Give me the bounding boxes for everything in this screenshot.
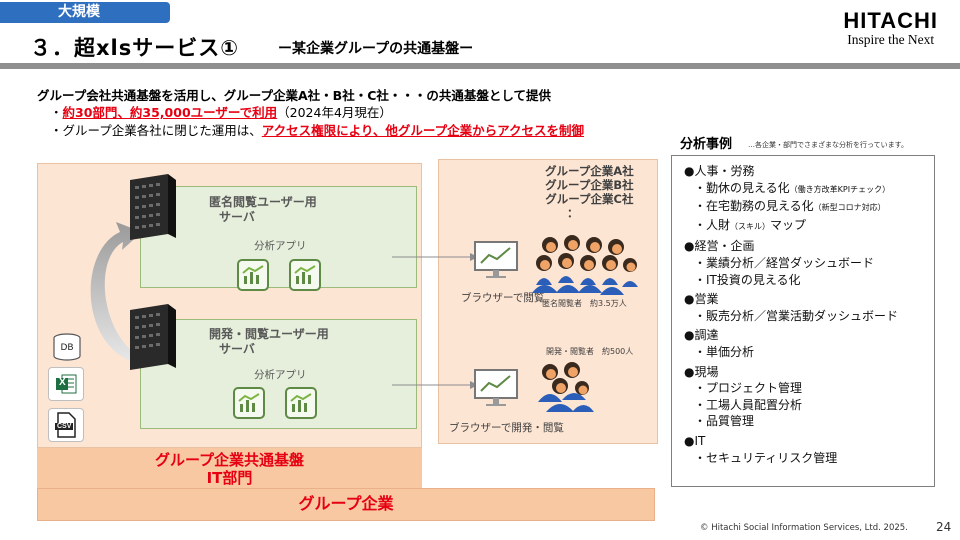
bullet-2-prefix: ・グループ企業各社に閉じた運用は、 [50,123,262,138]
category-label: ●現場 [684,364,719,379]
analysis-category: ●現場 ・プロジェクト管理 ・工場人員配置分析 ・品質管理 [684,365,934,430]
list-item: ・単価分析 [694,345,755,360]
db-label: DB [60,343,74,353]
db-icon: DB [51,332,83,366]
monitor-icon [474,241,518,278]
analysis-category: ●経営・企画 ・業績分析／経営ダッシュボード ・IT投資の見える化 [684,239,934,288]
list-item: ・セキュリティリスク管理 [694,450,838,465]
excel-icon: X [48,367,84,401]
server1-title-line1: 匿名閲覧ユーザー用 [209,195,317,209]
server1-app-label: 分析アプリ [254,240,307,252]
analysis-title: 分析事例 [680,137,733,152]
group-company-more: ： [567,206,579,220]
list-item: ・販売分析／営業活動ダッシュボード [694,308,899,323]
csv-icon: CSV [48,408,84,442]
analysis-examples-box: ●人事・労務 ・勤休の見える化（働き方改革KPIチェック） ・在宅勤務の見える化… [671,155,935,487]
analysis-app-icon [285,387,317,419]
category-label: ●経営・企画 [684,239,755,254]
copyright: © Hitachi Social Information Services, L… [700,523,908,533]
item-note: （働き方改革KPIチェック） [789,184,891,194]
list-item: ・勤休の見える化（働き方改革KPIチェック） [684,180,934,199]
server1-title-line2: サーバ [219,210,255,224]
logo-tagline: Inspire the Next [847,32,935,47]
intro-bullet-2: ・グループ企業各社に閉じた運用は、アクセス権限により、他グループ企業からアクセス… [50,120,584,139]
item-note: （スキル） [730,221,771,231]
excel-letter: X [59,377,66,388]
bullet-1-emphasis: 約30部門、約35,000ユーザーで利用 [62,105,278,120]
list-item: ・プロジェクト管理 [694,381,803,396]
list-item: ・IT投資の見える化 [694,272,801,287]
hitachi-logo: HITACHI Inspire the Next [843,10,938,48]
bullet-1-prefix: ・ [50,105,63,120]
developer-users-icon [538,362,594,412]
analysis-note: …各企業・部門でさまざまな分析を行っています。 [748,141,908,149]
page-title: ３．超xlsサービス① [30,36,240,60]
analysis-app-icon [237,259,269,291]
anonymous-server-box: 匿名閲覧ユーザー用 サーバ 分析アプリ [140,186,417,291]
server2-title-line1: 開発・閲覧ユーザー用 [209,327,329,341]
browser-view-label: ブラウザーで閲覧 [461,292,545,304]
analysis-category: ●営業 ・販売分析／営業活動ダッシュボード [684,292,934,324]
monitor-icon [474,369,518,406]
header-divider [0,63,960,69]
analysis-app-icon [233,387,265,419]
server2-title-line2: サーバ [219,342,255,356]
server2-app-label: 分析アプリ [254,369,307,381]
platform-it-band: グループ企業共通基盤 IT部門 [37,448,422,488]
item-note: （新型コロナ対応） [813,203,886,213]
platform-line1: グループ企業共通基盤 [154,451,305,469]
category-label: ●人事・労務 [684,164,755,178]
bullet-1-suffix: （2024年4月現在） [277,105,392,120]
intro-lead: グループ会社共通基盤を活用し、グループ企業A社・B社・C社・・・の共通基盤として… [37,88,552,103]
item-text: ・勤休の見える化 [694,180,790,195]
category-label: ●調達 [684,328,719,343]
developer-server-box: 開発・閲覧ユーザー用 サーバ 分析アプリ [140,319,417,429]
users2-count-label: 開発・閲覧者 約500人 [546,347,634,356]
intro-bullet-1: ・約30部門、約35,000ユーザーで利用（2024年4月現在） [50,102,392,121]
item-text: ・人財 [694,217,731,232]
list-item: ・業績分析／経営ダッシュボード [694,256,875,271]
category-label: ●営業 [684,292,719,307]
list-item: ・在宅勤務の見える化（新型コロナ対応） [684,198,934,217]
group-company-b: グループ企業B社 [545,178,634,192]
list-item: ・品質管理 [694,414,755,429]
platform-line2: IT部門 [206,469,253,487]
analysis-category: ●調達 ・単価分析 [684,328,934,360]
list-item: ・人財（スキル）マップ [684,217,934,236]
bullet-2-emphasis: アクセス権限により、他グループ企業からアクセスを制御 [261,123,585,138]
group-company-a: グループ企業A社 [545,164,634,178]
analysis-category: ●人事・労務 ・勤休の見える化（働き方改革KPIチェック） ・在宅勤務の見える化… [684,164,934,235]
analysis-app-icon [289,259,321,291]
analysis-category: ●IT ・セキュリティリスク管理 [684,434,934,466]
users1-count-label: 匿名閲覧者 約3.5万人 [542,299,627,308]
page-number: 24 [936,520,952,534]
logo-name: HITACHI [843,8,938,33]
page-subtitle: ー某企業グループの共通基盤ー [278,41,474,57]
item-tail: マップ [770,217,807,232]
connector-arrows [392,253,478,389]
server-tower-icon [130,304,176,370]
section-tag: 大規模 [0,2,170,23]
users-crowd-icon [532,235,638,295]
server-tower-icon [130,174,176,240]
server1-title: 匿名閲覧ユーザー用 サーバ [209,195,317,225]
group-company-band: グループ企業 [37,488,655,521]
item-text: ・在宅勤務の見える化 [694,199,814,214]
browser-dev-label: ブラウザーで開発・閲覧 [449,422,564,434]
category-label: ●IT [684,433,706,448]
group-company-c: グループ企業C社 [545,192,634,206]
csv-label: CSV [55,423,74,430]
servers-graphic [90,174,176,370]
server2-title: 開発・閲覧ユーザー用 サーバ [209,327,329,357]
list-item: ・工場人員配置分析 [694,397,803,412]
group-company-list: グループ企業A社 グループ企業B社 グループ企業C社 ： [545,164,634,220]
